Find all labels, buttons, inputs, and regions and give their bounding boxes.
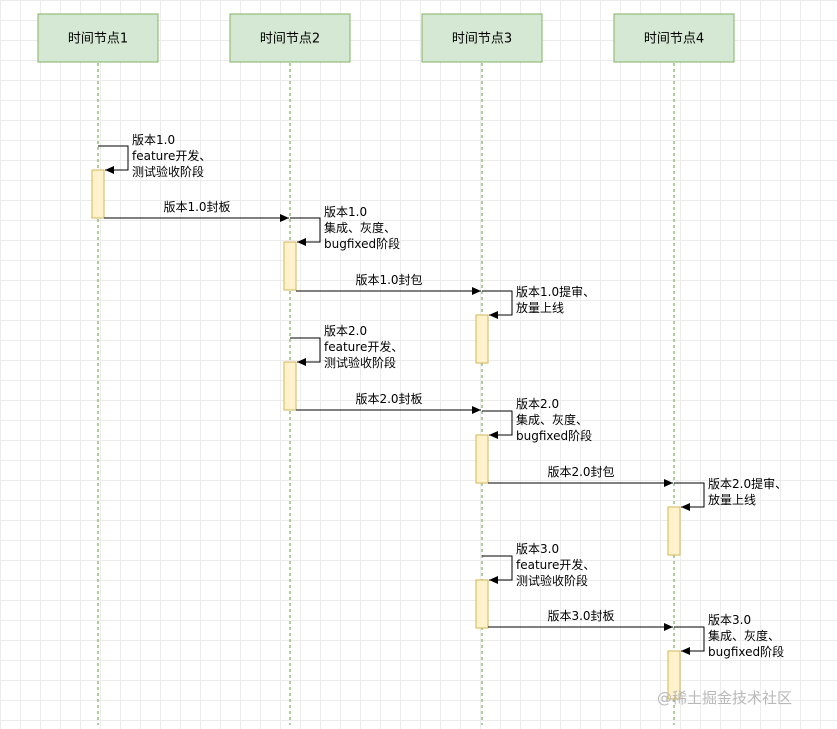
self-message-label-line: 集成、灰度、 (324, 220, 396, 235)
self-message-label: 版本2.0提审、 放量上线 (708, 476, 791, 507)
self-message-label-line: 版本1.0 (324, 205, 367, 219)
self-message-label-line: feature开发、 (324, 339, 403, 354)
self-message-label: 版本3.0 集成、灰度、 bugfixed阶段 (708, 613, 784, 659)
self-message-8: 版本3.0 集成、灰度、 bugfixed阶段 (674, 613, 784, 659)
self-message-label-line: feature开发、 (132, 148, 211, 163)
self-message-label: 版本1.0 feature开发、 测试验收阶段 (132, 133, 215, 179)
self-message-arrow[interactable] (482, 555, 513, 584)
message-3: 版本2.0封板 (296, 392, 481, 414)
watermark: @稀土掘金技术社区 (657, 689, 792, 707)
self-message-arrow[interactable] (482, 410, 513, 439)
self-message-label: 版本2.0 集成、灰度、 bugfixed阶段 (516, 397, 592, 443)
self-message-label-line: bugfixed阶段 (516, 428, 592, 443)
activation-bar[interactable] (667, 650, 681, 700)
self-message-4: 版本2.0 feature开发、 测试验收阶段 (290, 324, 407, 370)
lifeline-4-title: 时间节点4 (644, 32, 704, 47)
self-message-label-line: 放量上线 (516, 300, 564, 315)
lifeline-3: 时间节点3 (421, 13, 543, 725)
self-message-label-line: 集成、灰度、 (708, 628, 780, 643)
lifeline-2-header[interactable] (229, 13, 351, 63)
message-label: 版本1.0封板 (163, 200, 230, 214)
self-message-label-line: 版本1.0 (132, 133, 175, 147)
activation-bar[interactable] (475, 314, 489, 364)
activation-bar[interactable] (475, 579, 489, 629)
self-message-2: 版本1.0 集成、灰度、 bugfixed阶段 (290, 205, 400, 251)
self-message-label: 版本1.0 集成、灰度、 bugfixed阶段 (324, 205, 400, 251)
self-message-label-line: 版本2.0 (516, 397, 559, 411)
message-label: 版本3.0封板 (547, 609, 614, 623)
activation-bar[interactable] (283, 241, 297, 291)
self-message-label-line: 版本2.0 (324, 324, 367, 338)
self-message-5: 版本2.0 集成、灰度、 bugfixed阶段 (482, 397, 592, 443)
self-message-label-line: 版本3.0 (516, 542, 559, 556)
self-message-label-line: 测试验收阶段 (516, 573, 588, 588)
activation-bar[interactable] (667, 506, 681, 556)
lifeline-2-title: 时间节点2 (260, 32, 320, 47)
self-message-label-line: 版本3.0 (708, 613, 751, 627)
message-label: 版本1.0封包 (355, 273, 422, 287)
lifeline-1: 时间节点1 (37, 13, 159, 725)
self-message-label-line: 集成、灰度、 (516, 412, 588, 427)
message-1: 版本1.0封板 (104, 200, 289, 222)
self-message-3: 版本1.0提审、 放量上线 (482, 284, 599, 319)
message-label: 版本2.0封包 (547, 465, 614, 479)
self-message-label-line: 版本2.0提审、 (708, 476, 787, 491)
self-message-arrow[interactable] (674, 482, 705, 511)
message-label: 版本2.0封板 (355, 392, 422, 406)
activation-bar[interactable] (475, 434, 489, 484)
self-message-arrow[interactable] (482, 290, 513, 319)
self-message-1: 版本1.0 feature开发、 测试验收阶段 (98, 133, 215, 179)
self-message-label-line: feature开发、 (516, 557, 595, 572)
self-message-label-line: bugfixed阶段 (324, 236, 400, 251)
self-message-arrow[interactable] (98, 145, 129, 174)
self-message-label-line: 测试验收阶段 (324, 355, 396, 370)
self-message-label-line: bugfixed阶段 (708, 644, 784, 659)
lifeline-1-title: 时间节点1 (68, 32, 128, 47)
lifeline-3-title: 时间节点3 (452, 32, 512, 47)
activation-bar[interactable] (91, 169, 105, 219)
self-message-arrow[interactable] (290, 337, 321, 366)
self-message-label: 版本1.0提审、 放量上线 (516, 284, 599, 315)
self-message-label: 版本3.0 feature开发、 测试验收阶段 (516, 542, 599, 588)
self-message-label-line: 放量上线 (708, 492, 756, 507)
self-message-arrow[interactable] (290, 217, 321, 246)
lifeline-3-header[interactable] (421, 13, 543, 63)
self-message-7: 版本3.0 feature开发、 测试验收阶段 (482, 542, 599, 588)
lifeline-1-header[interactable] (37, 13, 159, 63)
self-message-label-line: 测试验收阶段 (132, 164, 204, 179)
self-message-label: 版本2.0 feature开发、 测试验收阶段 (324, 324, 407, 370)
self-message-6: 版本2.0提审、 放量上线 (674, 476, 791, 511)
lifeline-4-header[interactable] (613, 13, 735, 63)
message-2: 版本1.0封包 (296, 273, 481, 295)
message-4: 版本2.0封包 (488, 465, 673, 487)
activation-bar[interactable] (283, 361, 297, 411)
self-message-label-line: 版本1.0提审、 (516, 284, 595, 299)
self-message-arrow[interactable] (674, 626, 705, 655)
message-5: 版本3.0封板 (488, 609, 673, 631)
lifeline-4: 时间节点4 (613, 13, 735, 725)
